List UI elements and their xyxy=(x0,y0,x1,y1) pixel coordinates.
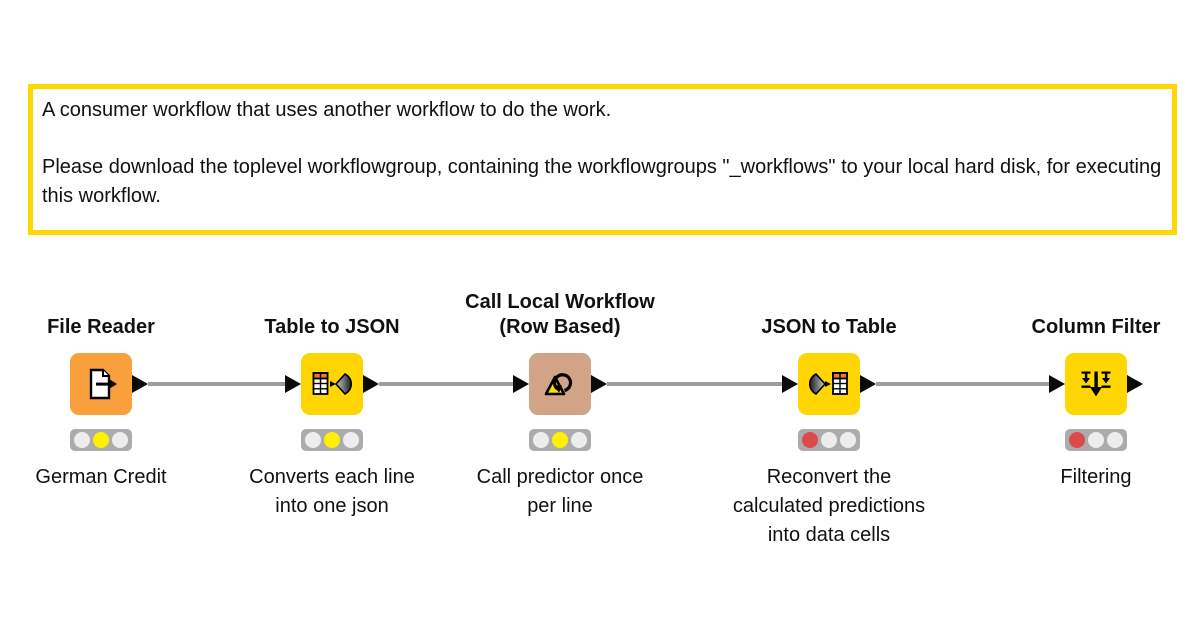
status-dot-red xyxy=(305,432,321,448)
status-dot-yellow xyxy=(821,432,837,448)
status-dot-yellow xyxy=(552,432,568,448)
node-caption: Converts each line into one json xyxy=(249,466,415,517)
call-workflow-loop-icon xyxy=(544,373,573,396)
traffic-light xyxy=(301,429,363,451)
status-dot-green xyxy=(1107,432,1123,448)
status-dot-yellow xyxy=(324,432,340,448)
node-body[interactable] xyxy=(285,353,379,415)
node-caption: Filtering xyxy=(1060,466,1132,488)
status-dot-green xyxy=(571,432,587,448)
node-title: Table to JSON xyxy=(264,316,400,338)
node-call-local-workflow[interactable]: Call Local Workflow (Row Based) Call pre… xyxy=(440,286,680,521)
status-dot-yellow xyxy=(1088,432,1104,448)
node-file-reader[interactable]: File Reader German Credit xyxy=(0,286,221,492)
workflow-annotation[interactable]: A consumer workflow that uses another wo… xyxy=(28,84,1177,235)
file-export-icon xyxy=(89,368,117,400)
node-body[interactable] xyxy=(70,353,148,415)
status-dot-green xyxy=(343,432,359,448)
output-port[interactable] xyxy=(363,375,379,393)
status-dot-green xyxy=(840,432,856,448)
connection-jsontotable-columnfilter[interactable] xyxy=(876,382,1049,386)
input-port[interactable] xyxy=(782,375,798,393)
annotation-text-line: A consumer workflow that uses another wo… xyxy=(42,99,612,121)
output-port[interactable] xyxy=(591,375,607,393)
node-caption: German Credit xyxy=(35,466,167,488)
column-filter-icon xyxy=(1081,371,1111,397)
status-dot-yellow xyxy=(93,432,109,448)
connection-callworkflow-jsontotable[interactable] xyxy=(607,382,782,386)
json-to-table-icon xyxy=(809,372,848,396)
node-caption: Reconvert the calculated predictions int… xyxy=(732,466,926,546)
node-caption: Call predictor once per line xyxy=(476,466,644,517)
output-port[interactable] xyxy=(1127,375,1143,393)
connection-tabletojson-callworkflow[interactable] xyxy=(379,382,513,386)
output-port[interactable] xyxy=(860,375,876,393)
traffic-light xyxy=(529,429,591,451)
node-title: Column Filter xyxy=(1031,316,1161,338)
table-to-json-icon xyxy=(312,372,352,396)
connection-filereader-tabletojson[interactable] xyxy=(148,382,285,386)
input-port[interactable] xyxy=(1049,375,1065,393)
status-dot-red xyxy=(802,432,818,448)
node-body[interactable] xyxy=(513,353,607,415)
node-body[interactable] xyxy=(782,353,876,415)
traffic-light xyxy=(1065,429,1127,451)
node-title: Call Local Workflow (Row Based) xyxy=(465,291,655,338)
input-port[interactable] xyxy=(513,375,529,393)
node-json-to-table[interactable]: JSON to Table Reconvert the calculated p… xyxy=(709,286,949,550)
output-port[interactable] xyxy=(132,375,148,393)
node-title: JSON to Table xyxy=(761,316,897,338)
node-column-filter[interactable]: Column Filter xyxy=(976,286,1200,492)
status-dot-red xyxy=(74,432,90,448)
traffic-light xyxy=(70,429,132,451)
node-table-to-json[interactable]: Table to JSON xyxy=(212,286,452,521)
node-title: File Reader xyxy=(47,316,155,338)
status-dot-green xyxy=(112,432,128,448)
node-body[interactable] xyxy=(1049,353,1143,415)
traffic-light xyxy=(798,429,860,451)
status-dot-red xyxy=(1069,432,1085,448)
annotation-text-line: Please download the toplevel workflowgro… xyxy=(42,156,1162,207)
input-port[interactable] xyxy=(285,375,301,393)
status-dot-red xyxy=(533,432,549,448)
